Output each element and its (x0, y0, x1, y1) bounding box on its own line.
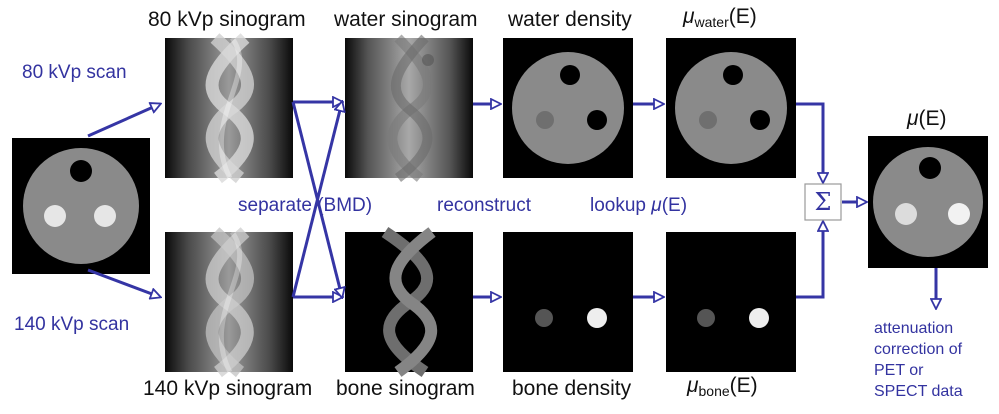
label-mu-water: μwater(E) (683, 6, 757, 29)
arrow-to-140kvp (87, 268, 160, 297)
label-mu-output: μ(E) (907, 108, 947, 129)
correction-line-4: SPECT data (874, 383, 963, 400)
arrow-to-80kvp (87, 104, 160, 138)
label-attenuation-correction: attenuation correction of PET or SPECT d… (874, 318, 994, 402)
lookup-text: lookup (590, 195, 652, 216)
arrows (87, 102, 936, 308)
mu-water-image (666, 38, 796, 178)
energy-suffix: (E) (729, 374, 758, 397)
sum-symbol: Σ (815, 188, 832, 216)
bone-sinogram-image (345, 227, 473, 377)
input-phantom (12, 138, 150, 274)
sinogram-140kvp-image (165, 227, 293, 378)
mu-symbol: μ (683, 5, 695, 28)
arrow-mu-bone-to-sum (796, 222, 823, 299)
mu-bone-image (666, 232, 796, 372)
energy-suffix: (E) (661, 195, 688, 216)
label-water-sinogram: water sinogram (334, 8, 478, 31)
label-separate-bmd: separate (BMD) (238, 195, 373, 216)
label-bone-density: bone density (512, 377, 632, 400)
sinogram-80kvp-image (165, 33, 293, 184)
energy-suffix: (E) (918, 107, 947, 130)
sum-box (804, 183, 842, 221)
label-lookup-mu: lookup μ(E) (590, 196, 687, 215)
mu-water-subscript: water (694, 14, 729, 30)
label-80kvp-sinogram: 80 kVp sinogram (148, 8, 306, 31)
water-density-image (503, 38, 633, 178)
energy-suffix: (E) (728, 5, 757, 28)
correction-line-3: PET or (874, 362, 924, 379)
correction-line-2: correction of (874, 341, 963, 358)
label-mu-bone: μbone(E) (687, 375, 758, 398)
label-bone-sinogram: bone sinogram (336, 377, 475, 400)
water-sinogram-image (345, 34, 473, 182)
mu-bone-subscript: bone (698, 383, 730, 399)
label-water-density: water density (508, 8, 632, 31)
label-140kvp-sinogram: 140 kVp sinogram (143, 377, 313, 400)
arrow-140-to-water (291, 102, 342, 298)
label-140kvp-scan: 140 kVp scan (14, 314, 130, 335)
arrow-mu-water-to-sum (796, 102, 823, 182)
correction-line-1: attenuation (874, 320, 954, 337)
mu-symbol: μ (907, 107, 919, 130)
bone-density-image (503, 232, 633, 372)
mu-symbol: μ (651, 195, 662, 216)
mu-symbol: μ (687, 374, 699, 397)
mu-output-image (868, 136, 988, 268)
label-80kvp-scan: 80 kVp scan (22, 62, 127, 83)
label-reconstruct: reconstruct (437, 195, 531, 216)
